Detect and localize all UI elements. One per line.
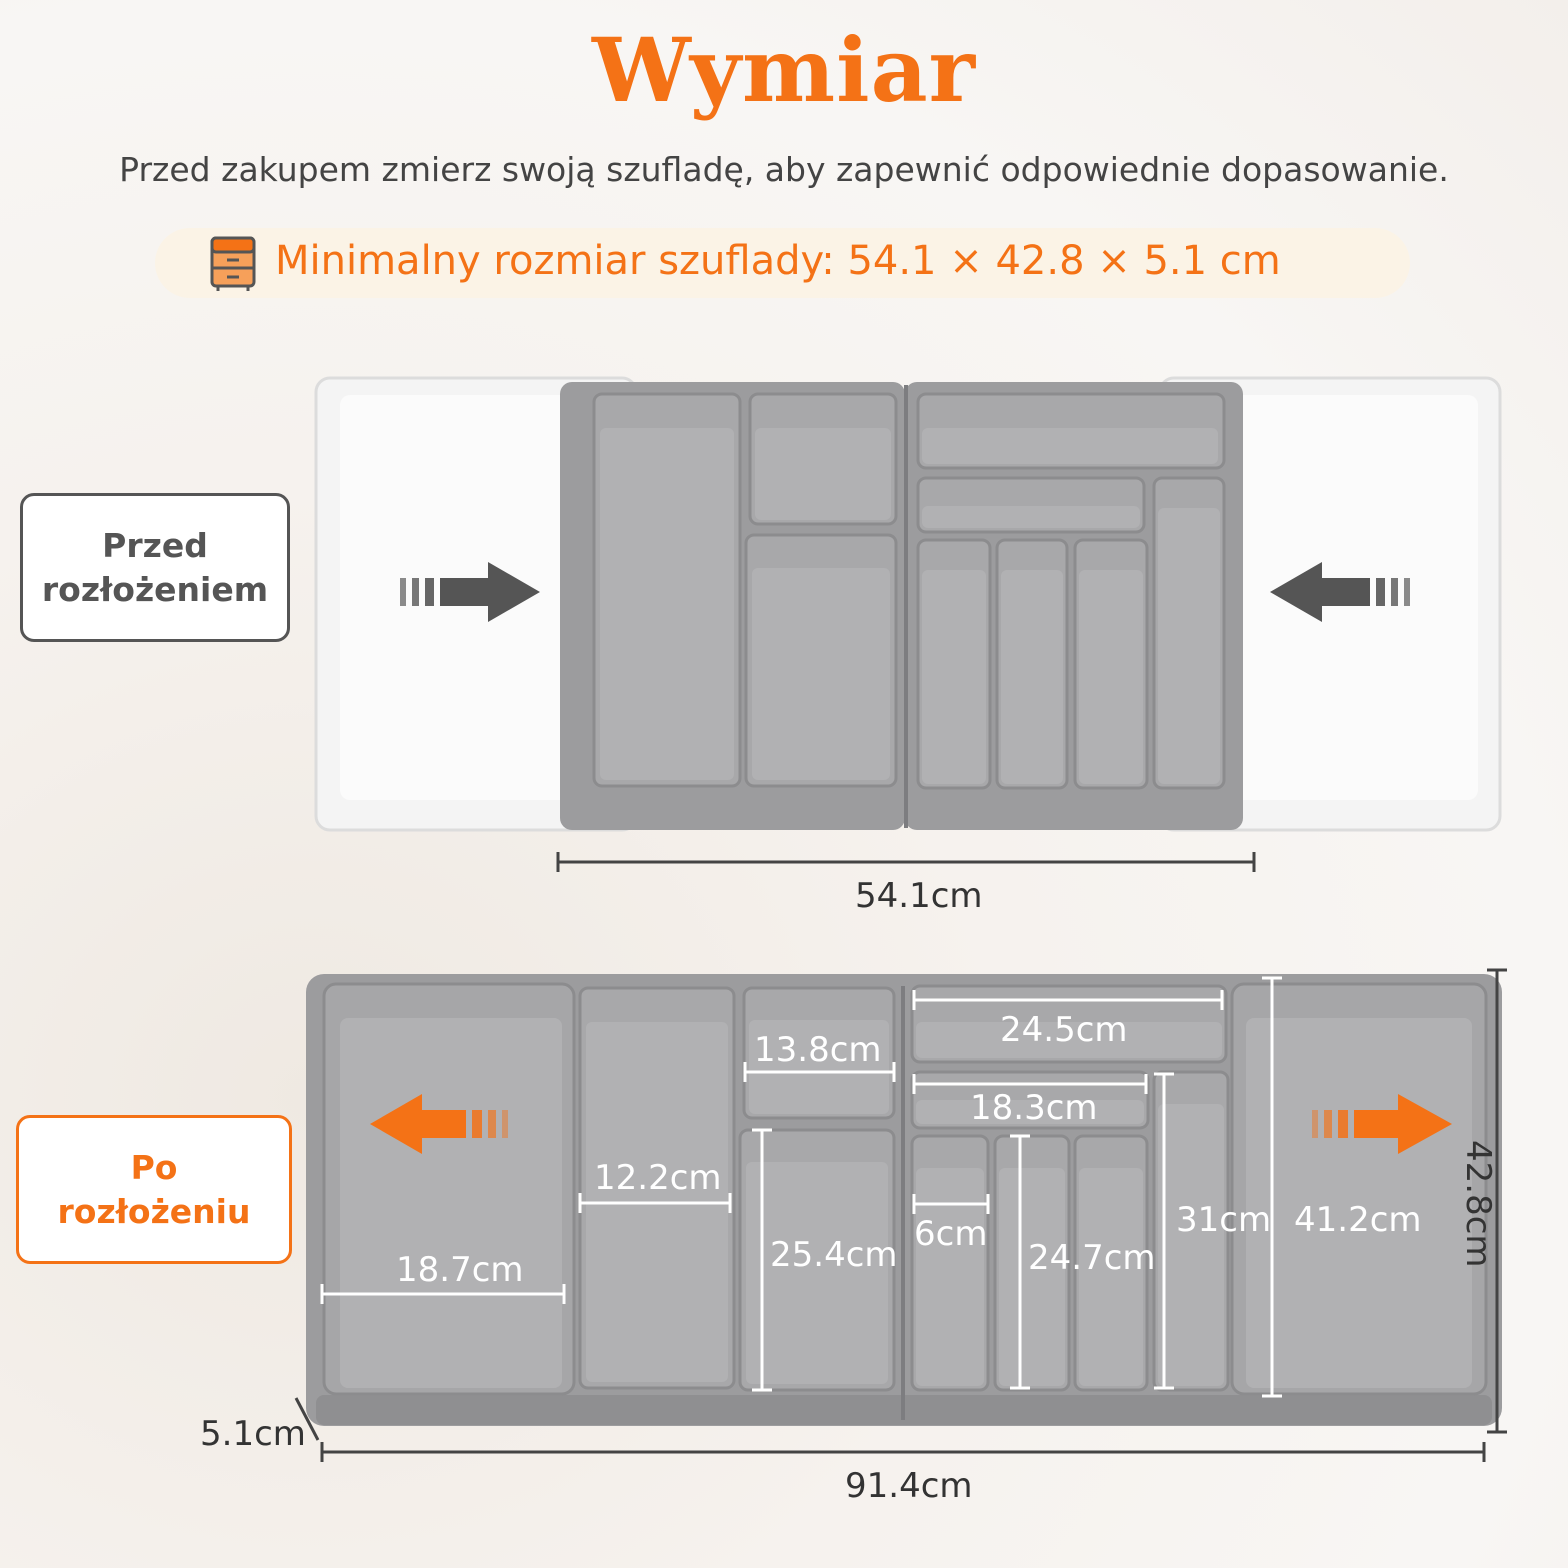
arrow-left-icon bbox=[1270, 562, 1410, 622]
dim-left-long: 12.2cm bbox=[594, 1158, 722, 1198]
arrow-left-icon bbox=[370, 1094, 508, 1154]
after-label-line2: rozłożeniu bbox=[57, 1191, 251, 1231]
dim-top-small: 13.8cm bbox=[754, 1030, 882, 1070]
page-title: Wymiar bbox=[592, 18, 976, 122]
dim-right-slot: 31cm bbox=[1176, 1200, 1272, 1240]
min-size-text: Minimalny rozmiar szuflady: 54.1 × 42.8 … bbox=[275, 238, 1281, 284]
after-label-line1: Po bbox=[130, 1147, 178, 1187]
dim-side-height: 41.2cm bbox=[1294, 1200, 1422, 1240]
page-subtitle: Przed zakupem zmierz swoją szufladę, aby… bbox=[119, 150, 1449, 189]
dim-mid-tall: 25.4cm bbox=[770, 1235, 898, 1275]
dim-height: 5.1cm bbox=[200, 1414, 306, 1454]
before-label-line1: Przed bbox=[102, 525, 208, 565]
after-tray bbox=[294, 968, 1507, 1462]
before-width-label: 54.1cm bbox=[855, 876, 983, 916]
dim-total-width: 91.4cm bbox=[845, 1466, 973, 1506]
min-size-banner bbox=[155, 228, 1410, 298]
dim-side-width: 18.7cm bbox=[396, 1250, 524, 1290]
arrow-right-icon bbox=[400, 562, 540, 622]
dim-slot-height: 24.7cm bbox=[1028, 1238, 1156, 1278]
drawer-cabinet-icon bbox=[210, 236, 256, 291]
before-tray bbox=[314, 376, 1502, 872]
dim-second-row: 18.3cm bbox=[970, 1088, 1098, 1128]
arrow-right-icon bbox=[1312, 1094, 1452, 1154]
dim-narrow: 6cm bbox=[914, 1214, 988, 1254]
dim-depth: 42.8cm bbox=[1458, 1140, 1498, 1268]
dim-top-wide: 24.5cm bbox=[1000, 1010, 1128, 1050]
before-label-line2: rozłożeniem bbox=[41, 569, 269, 609]
